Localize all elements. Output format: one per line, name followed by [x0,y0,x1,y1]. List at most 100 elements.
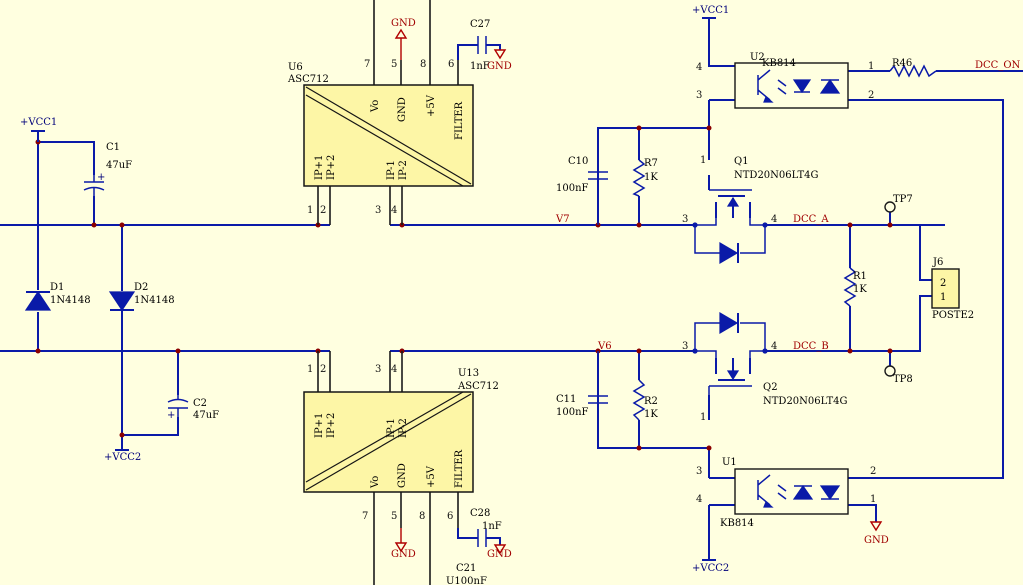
u1-ref: U1 [722,457,737,468]
gnd-symbol-c28 [493,544,507,555]
c1-ref: C1 [106,142,120,153]
r2-resistor: R2 1K [632,379,658,421]
u6-pin-label-gnd: GND [397,97,408,122]
u6-pin-label-ip-2: IP-2 [398,160,409,180]
j6-ref: J6 [932,257,943,268]
gnd-label-c28: GND [487,549,512,560]
c28-ref: C28 [470,508,490,519]
u6-value: ASC712 [287,74,329,85]
wires [0,18,1023,560]
u6-pin-2: 2 [320,205,326,216]
vcc1-label-left: +VCC1 [20,117,57,128]
q1-pin-1: 1 [700,155,706,166]
j6-connector: J6 2 1 POSTE2 [931,257,974,321]
u1-pin-1: 1 [870,494,876,505]
u1-pin-4: 4 [696,494,702,505]
u13-pin-1: 1 [307,364,313,375]
svg-text:+: + [167,410,175,421]
r7-ref: R7 [644,158,658,169]
u6-pin-label-vo: Vo [370,100,381,113]
gnd-label-u13: GND [391,549,416,560]
u13-current-sensor: U13 ASC712 1 2 3 4 7 5 8 6 IP+1 IP+2 IP-… [303,351,499,585]
u6-pin-label-ip-1: IP-1 [386,160,397,180]
d2-value: 1N4148 [134,295,175,306]
q1-pin-3: 3 [682,214,688,225]
net-labels: V7 V6 DCC_A DCC_B DCC_ON [555,60,1021,352]
q1-ref: Q1 [734,156,749,167]
u13-pin-label-vo: Vo [370,476,381,489]
u13-pin-8: 8 [419,511,425,522]
d1-diode: D1 1N4148 [24,282,91,311]
q2-value: NTD20N06LT4G [763,396,847,407]
u13-pin-label-gnd: GND [397,463,408,488]
net-label-dcc-a: DCC_A [793,214,829,225]
r46-resistor: R46 [889,58,937,78]
c21-ref: C21 [456,563,476,574]
j6-pin-2: 2 [940,278,946,289]
c27-ref: C27 [470,19,490,30]
j6-value: POSTE2 [932,310,974,321]
r1-ref: R1 [853,271,867,282]
c28-value: 1nF [482,521,502,532]
d2-ref: D2 [134,282,148,293]
c1-capacitor: + C1 47uF [83,142,132,196]
u13-pin-label-ip-2: IP-2 [398,418,409,438]
u1-value: KB814 [720,518,754,529]
net-label-dcc-b: DCC_B [793,341,829,352]
vcc2-label-right: +VCC2 [692,563,729,574]
u2-optocoupler: U2 KB814 4 3 1 2 [696,52,874,109]
u6-pin-6: 6 [448,59,454,70]
c21-value: U100nF [446,576,487,585]
u13-value: ASC712 [457,381,499,392]
u1-pin-3: 3 [696,466,702,477]
q1-value: NTD20N06LT4G [734,170,818,181]
power-symbols: +VCC1 +VCC2 +VCC1 +VCC2 GND GND GND GND … [20,5,889,574]
u6-pin-3: 3 [375,205,381,216]
u13-pin-2: 2 [320,364,326,375]
tp7-testpoint: TP7 [884,194,913,213]
r46-ref: R46 [892,58,912,69]
c11-value: 100nF [556,407,589,418]
c11-capacitor: C11 100nF [556,351,608,448]
u13-pin-3: 3 [375,364,381,375]
u6-pin-label-ip1: IP+1 [314,155,325,180]
c1-value: 47uF [106,160,132,171]
tp7-ref: TP7 [893,194,913,205]
u13-pin-label-filter: FILTER [454,449,465,488]
net-label-dcc-on: DCC_ON [975,60,1021,71]
d2-diode: D2 1N4148 [108,282,175,312]
u1-optocoupler: U1 KB814 3 4 2 1 [696,457,876,529]
u13-pin-label-ip-1: IP-1 [386,418,397,438]
r1-resistor: R1 1K [843,267,867,307]
net-label-v6: V6 [597,341,612,352]
gnd-symbol-u6 [394,28,408,39]
u6-current-sensor: U6 ASC712 7 5 8 6 1 2 3 4 Vo GND +5V FIL… [287,0,474,225]
q1-mosfet: Q1 NTD20N06LT4G 1 3 4 [682,155,818,265]
u2-pin-3: 3 [696,90,702,101]
u6-pin-1: 1 [307,205,313,216]
q2-ref: Q2 [763,382,778,393]
c2-capacitor: + C2 47uF [167,395,219,421]
r2-ref: R2 [644,396,658,407]
c2-value: 47uF [193,410,219,421]
u13-pin-label-ip1: IP+1 [314,413,325,438]
u6-ref: U6 [288,62,303,73]
c27-value: 1nF [470,61,490,72]
gnd-label-u6: GND [391,18,416,29]
q2-pin-4: 4 [771,341,777,352]
q2-pin-1: 1 [700,412,706,423]
tp8-testpoint: TP8 [884,365,913,385]
u13-pin-4: 4 [391,364,397,375]
q2-pin-3: 3 [682,341,688,352]
svg-text:+: + [97,172,105,183]
net-label-v7: V7 [555,214,570,225]
u6-pin-7: 7 [364,59,370,70]
c2-ref: C2 [193,398,207,409]
vcc2-label-left: +VCC2 [104,452,141,463]
u13-pin-7: 7 [362,511,368,522]
u6-pin-8: 8 [420,59,426,70]
u13-ref: U13 [458,368,479,379]
r7-value: 1K [644,172,658,183]
d1-value: 1N4148 [50,295,91,306]
